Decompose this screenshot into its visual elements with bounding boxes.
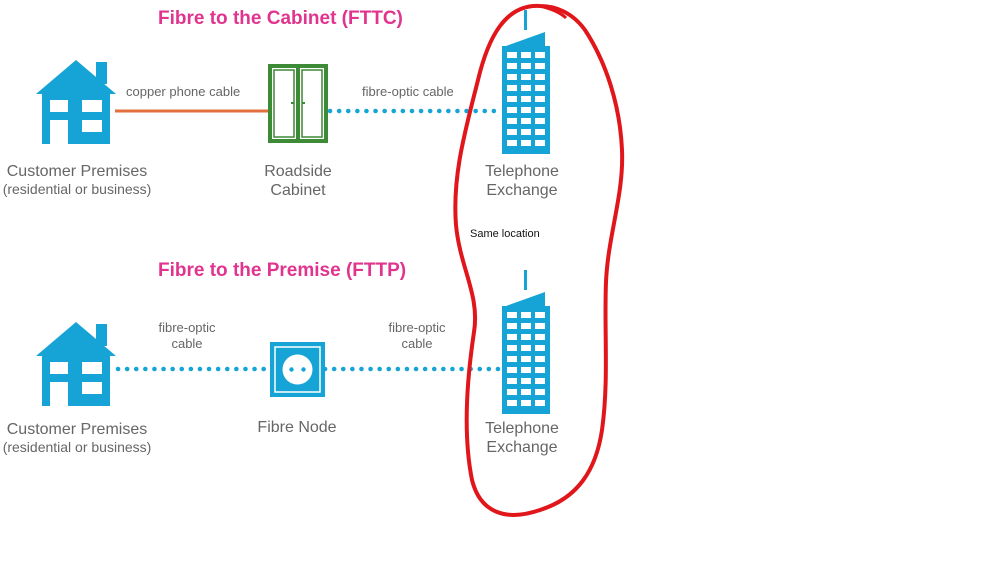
roadside-cabinet-label-line2: Cabinet xyxy=(270,182,326,200)
fttc-exchange-icon xyxy=(502,10,550,154)
fibre-node-icon xyxy=(270,342,325,397)
fttp-fibre-cable-label-1-line2: cable xyxy=(171,335,203,351)
copper-cable-label: copper phone cable xyxy=(126,84,241,99)
same-location-annotation: Same location xyxy=(470,228,540,240)
fttc-exchange-label-line2: Exchange xyxy=(486,182,558,200)
roadside-cabinet-icon xyxy=(268,64,328,143)
fttp-customer-label-line1: Customer Premises xyxy=(6,421,148,438)
fttp-exchange-label-line2: Exchange xyxy=(486,439,558,457)
fttp-customer-label: Customer Premises (residential or busine… xyxy=(3,420,152,456)
fttp-exchange-icon xyxy=(502,270,550,414)
fttc-title: Fibre to the Cabinet (FTTC) xyxy=(158,8,403,29)
fttp-title: Fibre to the Premise (FTTP) xyxy=(158,260,407,281)
fttp-fibre-cable-label-2-line1: fibre-optic xyxy=(388,320,446,335)
fttc-fibre-cable-label: fibre-optic cable xyxy=(362,84,454,99)
roadside-cabinet-label: Roadside Cabinet xyxy=(264,162,332,200)
fttc-exchange-label: Telephone Exchange xyxy=(485,162,559,200)
hand-drawn-loop-overlap-icon xyxy=(539,4,568,20)
fttp-house-icon xyxy=(36,322,116,406)
fibre-node-label: Fibre Node xyxy=(257,419,337,436)
fttp-fibre-cable-label-2: fibre-optic cable xyxy=(388,320,445,351)
fttp-customer-label-line2: (residential or business) xyxy=(2,439,152,456)
fttc-customer-label-line1: Customer Premises xyxy=(6,163,148,180)
fttc-customer-label-line2: (residential or business) xyxy=(2,181,152,198)
fttp-fibre-cable-label-2-line2: cable xyxy=(401,335,433,351)
fttp-fibre-cable-label-1: fibre-optic cable xyxy=(158,320,215,351)
hand-drawn-loop-icon xyxy=(453,3,625,517)
fttp-exchange-label: Telephone Exchange xyxy=(485,419,559,457)
fttc-customer-label: Customer Premises (residential or busine… xyxy=(3,162,152,198)
fttc-house-icon xyxy=(36,60,116,144)
roadside-cabinet-label-line1: Roadside xyxy=(264,163,332,180)
fttc-exchange-label-line1: Telephone xyxy=(485,163,559,180)
fttp-fibre-cable-label-1-line1: fibre-optic xyxy=(158,320,216,335)
fttp-exchange-label-line1: Telephone xyxy=(485,420,559,437)
